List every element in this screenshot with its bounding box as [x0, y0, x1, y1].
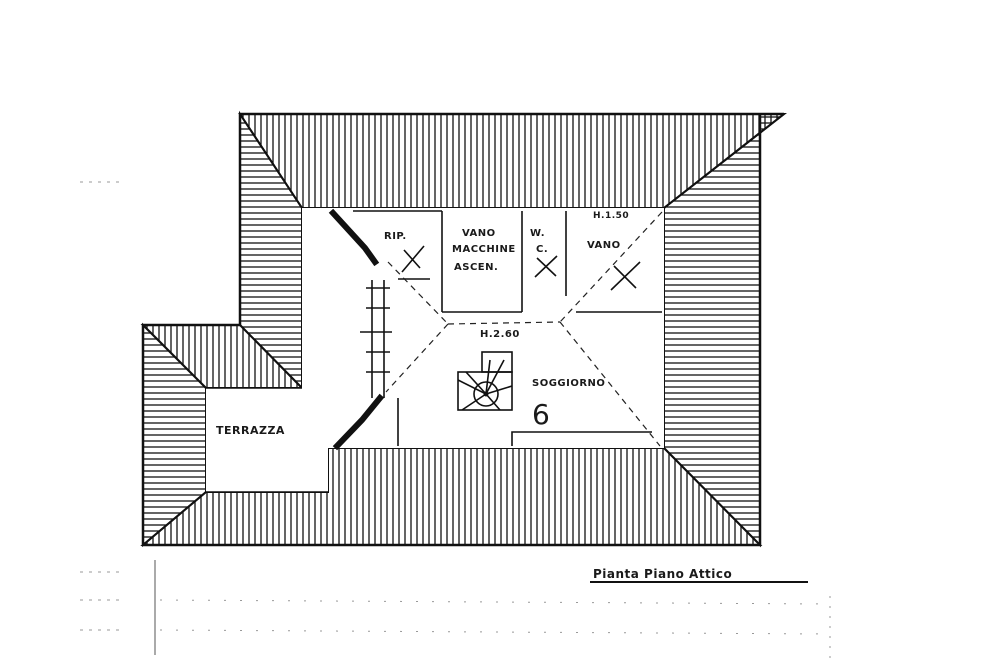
cross-icon [534, 255, 558, 278]
label-wc-1: W. [530, 228, 545, 239]
building-outline [141, 112, 784, 547]
label-vano-macchine-2: MACCHINE [452, 244, 516, 255]
shaft-marks [401, 245, 641, 291]
label-room-number: 6 [532, 398, 550, 431]
window-marks [360, 280, 392, 398]
room-labels: RIP. VANO MACCHINE ASCEN. W. C. VANO H.1… [216, 211, 629, 437]
ridge-line [387, 261, 449, 325]
plan-title-block: Pianta Piano Attico [590, 567, 808, 583]
label-rip: RIP. [384, 231, 407, 242]
label-vano-macchine-1: VANO [462, 228, 496, 239]
interior-areas [206, 208, 664, 492]
spiral-staircase-icon [457, 351, 513, 411]
attic-floor [206, 208, 664, 492]
cross-icon [610, 261, 641, 291]
ridge-line [447, 321, 561, 325]
cross-icon [401, 245, 425, 273]
label-vano: VANO [587, 240, 621, 251]
ridge-projections [385, 211, 663, 447]
label-wc-2: C. [536, 244, 548, 255]
diagonal-wall-upper [328, 208, 380, 267]
roof-pitches [140, 110, 787, 548]
walls [206, 208, 662, 493]
label-vano-macchine-3: ASCEN. [454, 262, 498, 273]
label-height-top-right: H.1.50 [593, 211, 629, 221]
ridge-line [559, 321, 661, 447]
scan-artifacts [80, 181, 831, 660]
plan-title: Pianta Piano Attico [593, 567, 732, 581]
label-terrazza: TERRAZZA [216, 424, 285, 437]
ridge-line [385, 323, 449, 393]
wall-soggiorno-bottom [511, 431, 652, 446]
label-height-center: H.2.60 [480, 329, 520, 340]
diagonal-wall-lower [332, 393, 385, 451]
label-soggiorno: SOGGIORNO [532, 378, 605, 389]
ridge-line [559, 211, 663, 323]
